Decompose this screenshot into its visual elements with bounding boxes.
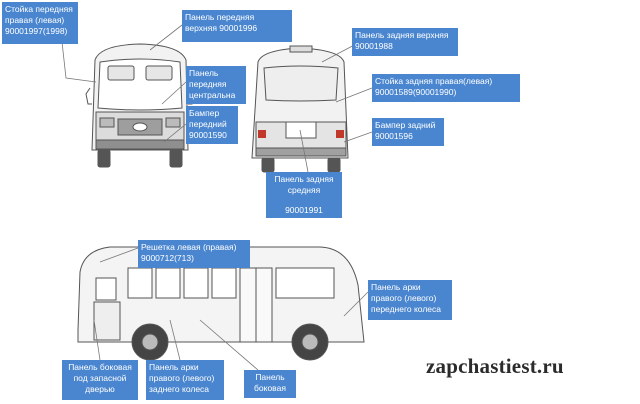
label-rear-middle-line2: средняя: [287, 185, 321, 195]
bus-front-view: [85, 43, 195, 168]
label-rear-pillar: Стойка задняя правая(левая) 90001589(900…: [372, 74, 520, 102]
label-rear-arch: Панель арки правого (левого) заднего кол…: [146, 360, 224, 400]
leader-rear-arch: [169, 319, 181, 361]
leader-rear-bumper: [343, 131, 373, 143]
leader-grille: [99, 247, 139, 263]
label-rear-bumper: Бампер задний 90001596: [372, 118, 444, 146]
leader-front-upper: [149, 24, 183, 51]
leader-front-arch: [343, 291, 369, 317]
label-side-spare-line2: под запасной: [73, 373, 127, 383]
bus-side-view: [77, 246, 365, 361]
label-front-arch-line1: Панель арки: [371, 282, 421, 292]
label-side-spare-line1: Панель боковая: [68, 362, 132, 372]
label-front-arch-line2: правого (левого): [371, 293, 437, 303]
label-side-spare: Панель боковая под запасной дверью: [62, 360, 138, 400]
label-rear-middle-line1: Панель задняя: [274, 174, 334, 184]
label-side-panel: Панель боковая: [244, 370, 296, 398]
label-grille-line2: 9000712(713): [141, 253, 194, 263]
label-rear-arch-line3: заднего колеса: [149, 384, 210, 394]
leader-front-pillar: [61, 41, 97, 83]
label-front-upper-line1: Панель передняя: [185, 12, 255, 22]
label-front-pillar-line3: 90001997(1998): [5, 26, 68, 36]
label-rear-arch-line1: Панель арки: [149, 362, 199, 372]
leader-rear-middle: [299, 129, 309, 173]
label-rear-pillar-line1: Стойка задняя правая(левая): [375, 76, 493, 86]
label-side-panel-line1: Панель: [255, 372, 285, 382]
label-front-pillar: Стойка передняя правая (левая) 90001997(…: [2, 2, 78, 44]
label-rear-upper-line2: 90001988: [355, 41, 393, 51]
label-front-center-line1: Панель: [189, 68, 219, 78]
label-rear-bumper-line2: 90001596: [375, 131, 413, 141]
label-front-arch: Панель арки правого (левого) переднего к…: [368, 280, 452, 320]
label-front-bumper-line3: 90001590: [189, 130, 227, 140]
label-rear-middle-line3: 90001991: [285, 205, 323, 215]
label-rear-pillar-line2: 90001589(90001990): [375, 87, 457, 97]
label-front-pillar-line1: Стойка передняя: [5, 4, 73, 14]
label-rear-middle: Панель задняя средняя 90001991: [266, 172, 342, 218]
label-front-center: Панель передняя центральна: [186, 66, 246, 104]
label-front-pillar-line2: правая (левая): [5, 15, 65, 25]
label-front-bumper-line2: передний: [189, 119, 227, 129]
site-watermark: zapchastiest.ru: [426, 354, 564, 378]
label-grille-line1: Решетка левая (правая): [141, 242, 237, 252]
label-front-upper-line2: верхняя 90001996: [185, 23, 258, 33]
label-front-bumper: Бампер передний 90001590: [186, 106, 238, 144]
label-front-bumper-line1: Бампер: [189, 108, 220, 118]
label-front-center-line2: передняя: [189, 79, 227, 89]
label-side-panel-line2: боковая: [254, 383, 286, 393]
label-rear-upper-line1: Панель задняя верхняя: [355, 30, 449, 40]
label-rear-arch-line2: правого (левого): [149, 373, 215, 383]
label-side-spare-line3: дверью: [85, 384, 115, 394]
leader-side-spare: [93, 319, 101, 361]
leader-front-center: [161, 81, 187, 105]
label-rear-upper: Панель задняя верхняя 90001988: [352, 28, 458, 56]
label-rear-bumper-line1: Бампер задний: [375, 120, 436, 130]
label-grille: Решетка левая (правая) 9000712(713): [138, 240, 250, 268]
label-front-arch-line3: переднего колеса: [371, 304, 442, 314]
leader-lines: [61, 24, 373, 371]
leader-front-bumper: [163, 123, 187, 143]
bus-rear-view: [251, 45, 349, 173]
leader-rear-pillar: [335, 87, 373, 103]
leader-side-panel: [199, 319, 259, 371]
label-front-upper: Панель передняя верхняя 90001996: [182, 10, 292, 42]
label-front-center-line3: центральна: [189, 90, 236, 100]
